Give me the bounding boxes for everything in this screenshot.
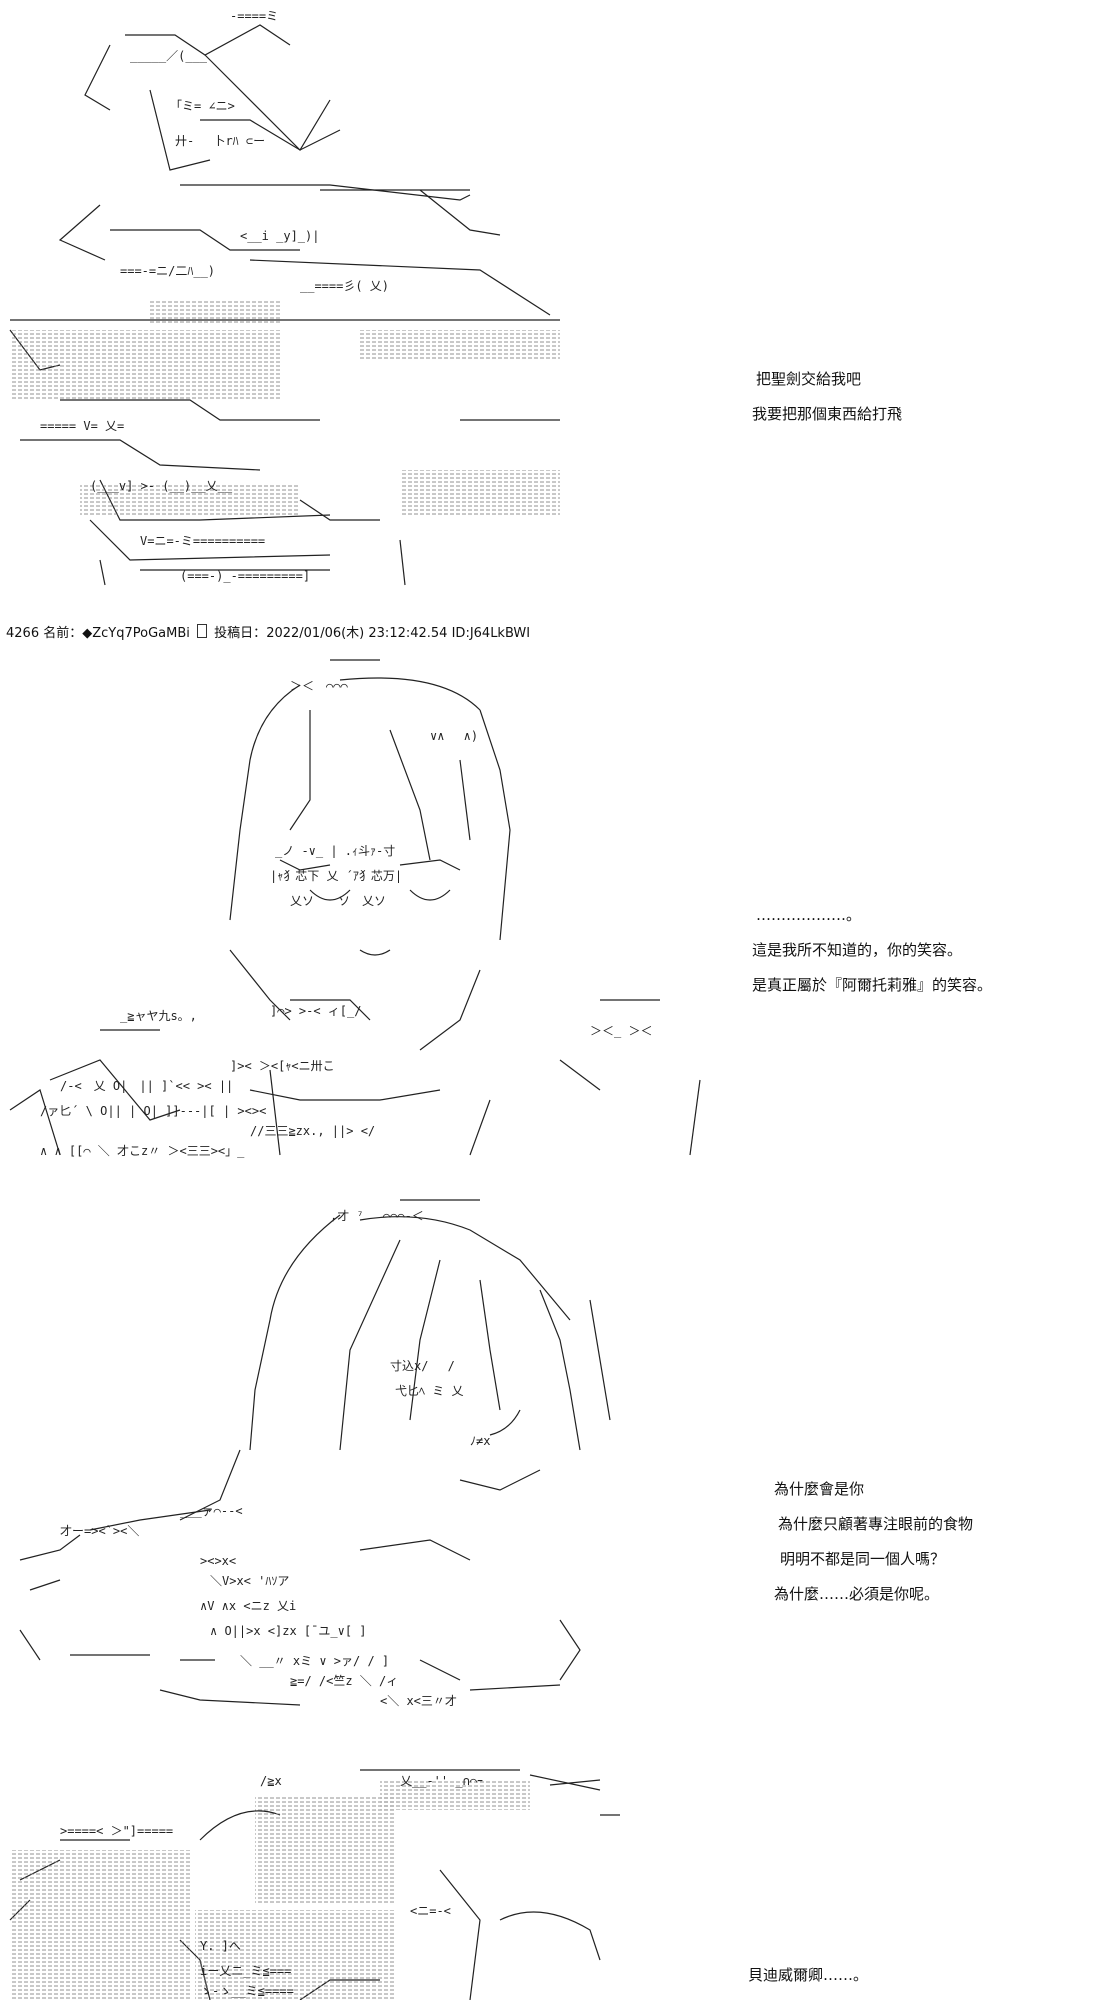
svg-text:iー乂ニ_ミ≦===: iー乂ニ_ミ≦=== [200, 1964, 291, 1978]
svg-text:乂ソ ソ 乂ソ: 乂ソ ソ 乂ソ [290, 894, 386, 908]
svg-text:＼ __〃 xミ ∨ >ァ/ / ]: ＼ __〃 xミ ∨ >ァ/ / ] [240, 1654, 389, 1668]
svg-text:「ミ= ∠ニ>: 「ミ= ∠ニ> [170, 99, 235, 113]
svg-text:___ァ⌒‐-<: ___ァ⌒‐-< [180, 1504, 243, 1518]
svg-text:>====< ＞"]=====: >====< ＞"]===== [60, 1824, 173, 1838]
ascii-art-bottom-panel: /≧x 乂__‐'' _∩⌒ｰ >====< ＞"]===== <ニ=‐< Y.… [9, 1769, 620, 2000]
dialog-panel-1: 把聖劍交給我吧 我要把那個東西給打飛 [752, 362, 902, 432]
svg-text://三三≧zx., ||> </: //三三≧zx., ||> </ [250, 1124, 375, 1138]
svg-text:寸込x/ /: 寸込x/ / [390, 1359, 455, 1373]
svg-text:＞＜ ⌒⌒⌒: ＞＜ ⌒⌒⌒ [290, 679, 348, 693]
svg-text:-====ミ: -====ミ [230, 9, 278, 23]
svg-text:><>x<: ><>x< [200, 1554, 236, 1568]
dialog-line: 為什麼只顧著專注眼前的食物 [778, 1515, 974, 1533]
svg-text:|ｬ犭芯下 乂 ´ｱ犭芯万|: |ｬ犭芯下 乂 ´ｱ犭芯万| [270, 869, 402, 883]
svg-text:/‐< 乂 O| || ]`<< >< ||: /‐< 乂 O| || ]`<< >< || [60, 1079, 233, 1093]
dialog-line: 把聖劍交給我吧 [756, 370, 862, 388]
svg-text:__====彡( 乂): __====彡( 乂) [300, 279, 389, 293]
svg-text:/≧x: /≧x [260, 1774, 282, 1788]
svg-text:乂__‐'' _∩⌒ｰ: 乂__‐'' _∩⌒ｰ [400, 1774, 483, 1788]
dialog-line: 是真正屬於『阿爾托莉雅』的笑容。 [752, 976, 993, 994]
svg-text:]>< ＞<[ｬ<ニ卅こ: ]>< ＞<[ｬ<ニ卅こ [230, 1059, 335, 1073]
trip-code: ◆ZcYq7PoGaMBi [82, 626, 190, 641]
ascii-art-girl-looking-down: ,才 ⁷ ⌒⌒⌒‐＜ 寸込x/ / 弋匕ﾍ ミ 乂 ﾉ≠x ___ァ⌒‐-< 才… [19, 1199, 611, 1708]
svg-text:_ノ ‐∨_ | .ｨ斗ｧ‐寸: _ノ ‐∨_ | .ｨ斗ｧ‐寸 [275, 844, 395, 858]
ascii-art-smiling-girl: ＞＜ ⌒⌒⌒ ∨∧ ∧) _ノ ‐∨_ | .ｨ斗ｧ‐寸 |ｬ犭芯下 乂 ´ｱ犭… [9, 659, 701, 1158]
ascii-art-knight: -====ミ _____／(___ 「ミ= ∠ニ> 廾‐ 卜rﾊ ⊂ー <__i… [9, 9, 560, 586]
svg-text:廾‐ 卜rﾊ ⊂ー: 廾‐ 卜rﾊ ⊂ー [175, 134, 265, 148]
svg-text:<__i _y]_)|: <__i _y]_)| [240, 229, 319, 243]
svg-text:＞＜_ ＞＜: ＞＜_ ＞＜ [590, 1024, 652, 1038]
dialog-line: ………………。 [756, 906, 862, 924]
post-number: 4266 [6, 626, 40, 641]
svg-text:弋匕ﾍ ミ 乂: 弋匕ﾍ ミ 乂 [395, 1384, 463, 1398]
svg-text:<＼ x<三〃才: <＼ x<三〃才 [380, 1694, 457, 1708]
svg-text:∨∧ ∧): ∨∧ ∧) [430, 729, 478, 743]
dialog-panel-4: 貝迪威爾卿……。 [748, 1958, 868, 1993]
svg-text:_____／(___: _____／(___ [130, 49, 208, 63]
svg-text:/ァ匕´ \ O|| | O| ]]‐‐‐|[ | ><>: /ァ匕´ \ O|| | O| ]]‐‐‐|[ | ><>< [40, 1104, 266, 1118]
svg-text:(___v] >‐ (__)__乂__: (___v] >‐ (__)__乂__ [90, 479, 233, 493]
dialog-line: 為什麼會是你 [774, 1480, 865, 1498]
svg-text:_≧ャヤ九s。,: _≧ャヤ九s。, [120, 1009, 197, 1023]
dialog-line: 為什麼……必須是你呢。 [774, 1585, 940, 1603]
post-header: 4266 名前：◆ZcYq7PoGaMBi 投稿日：2022/01/06(木) … [6, 622, 530, 641]
dialog-panel-2: ………………。 這是我所不知道的，你的笑容。 是真正屬於『阿爾托莉雅』的笑容。 [752, 898, 992, 1003]
svg-text:,才 ⁷ ⌒⌒⌒‐＜: ,才 ⁷ ⌒⌒⌒‐＜ [330, 1209, 424, 1223]
svg-text:]⌒> >‐< ィ[_/: ]⌒> >‐< ィ[_/ [270, 1004, 361, 1018]
svg-text:<ニ=‐<: <ニ=‐< [410, 1904, 451, 1918]
dialog-line: 這是我所不知道的，你的笑容。 [752, 941, 963, 959]
svg-text:才ー=><`><＼: 才ー=><`><＼ [60, 1524, 139, 1538]
svg-text:∧ O||>x <]zx [¯ユ_∨[ ]: ∧ O||>x <]zx [¯ユ_∨[ ] [210, 1624, 367, 1638]
dialog-line: 我要把那個東西給打飛 [752, 405, 903, 423]
svg-text:ﾉ≠x: ﾉ≠x [470, 1434, 490, 1448]
post-id: ID:J64LkBWI [451, 626, 531, 641]
post-date: 2022/01/06(木) 23:12:42.54 [266, 626, 448, 641]
dialog-panel-3: 為什麼會是你 為什麼只顧著專注眼前的食物 明明不都是同一個人嗎？ 為什麼……必須… [774, 1472, 973, 1612]
missing-glyph-icon [197, 624, 208, 638]
svg-text:===‐=ニ/二ﾊ__): ===‐=ニ/二ﾊ__) [120, 264, 215, 278]
date-label: 投稿日： [214, 626, 267, 641]
svg-text:∧V ∧x <ニz 乂i: ∧V ∧x <ニz 乂i [200, 1599, 296, 1613]
name-label: 名前： [43, 626, 83, 641]
svg-text:(===‐)_‐=========]: (===‐)_‐=========] [180, 569, 310, 583]
svg-text:===== V= 乂=: ===== V= 乂= [40, 419, 124, 433]
svg-text:∧ ∧ [[⌒ ＼ 才こz〃 ＞<三三><」_: ∧ ∧ [[⌒ ＼ 才こz〃 ＞<三三><」_ [40, 1144, 245, 1158]
svg-text:≧=/ /<竺z ＼ /ィ: ≧=/ /<竺z ＼ /ィ [290, 1673, 398, 1688]
svg-text:V=ニ=‐ミ==========: V=ニ=‐ミ========== [140, 534, 265, 548]
svg-text:Y. ]へ: Y. ]へ [200, 1939, 241, 1953]
svg-text:ゝ‐ゝ__ミ≦====: ゝ‐ゝ__ミ≦==== [200, 1984, 294, 1998]
dialog-line: 貝迪威爾卿……。 [748, 1966, 869, 1984]
dialog-line: 明明不都是同一個人嗎？ [780, 1550, 946, 1568]
svg-text:＼V>x< 'ﾊｿア: ＼V>x< 'ﾊｿア [210, 1574, 289, 1588]
